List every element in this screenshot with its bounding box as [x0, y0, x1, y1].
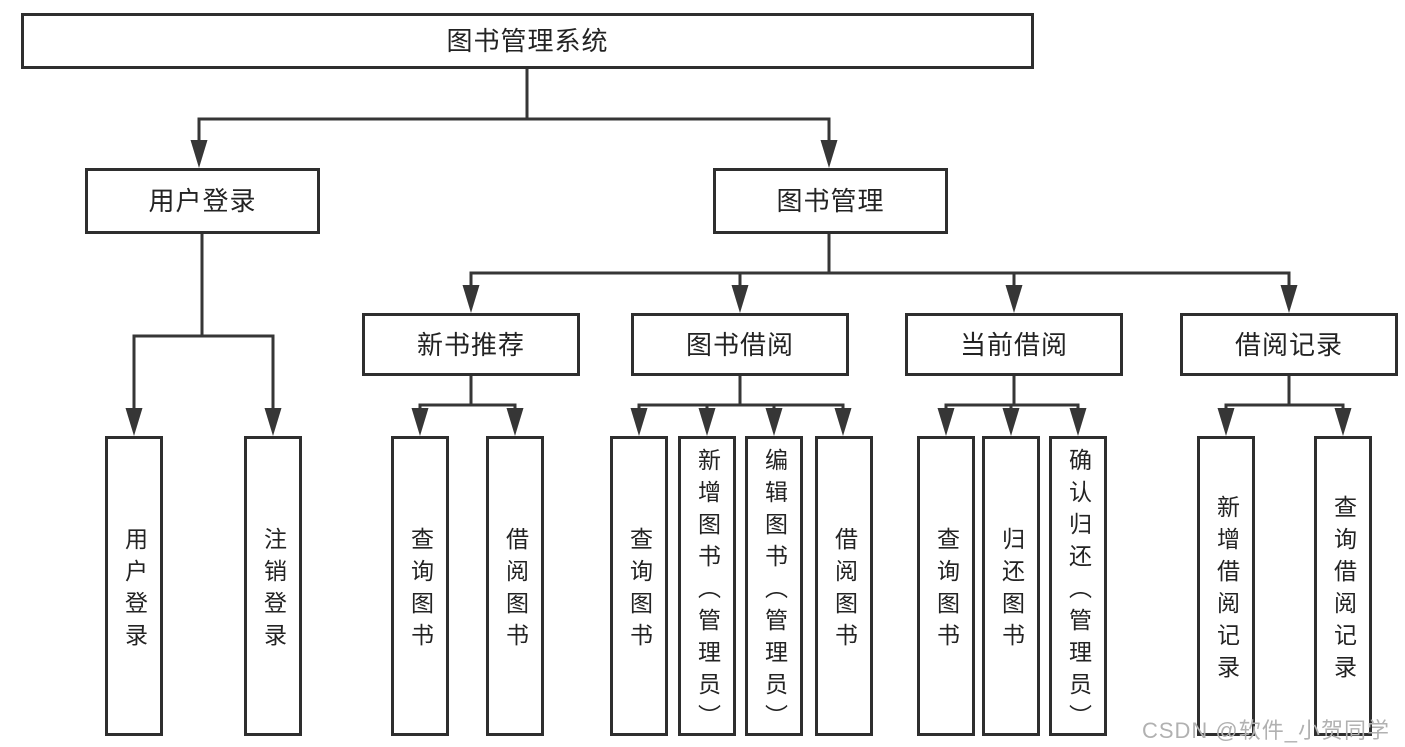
- node-book-borrow: 图书借阅: [631, 313, 849, 376]
- node-cb-confirm-return: 确认归还（管理员）: [1049, 436, 1107, 736]
- node-cb-return-book: 归还图书: [982, 436, 1040, 736]
- node-nb-query-book: 查询图书: [391, 436, 449, 736]
- node-book-management-label: 图书管理: [776, 186, 885, 216]
- node-book-borrow-label: 图书借阅: [685, 329, 794, 360]
- node-br-query-record-label: 查询借阅记录: [1330, 494, 1357, 687]
- node-nb-borrow-book-label: 借阅图书: [502, 526, 529, 655]
- node-leaf-logout: 注销登录: [244, 436, 302, 736]
- node-borrow-records-label: 借阅记录: [1234, 329, 1343, 360]
- node-user-login: 用户登录: [85, 168, 320, 234]
- node-bb-borrow-book-label: 借阅图书: [831, 526, 858, 655]
- node-leaf-logout-label: 注销登录: [260, 526, 287, 655]
- csdn-watermark: CSDN @软件_小贺同学: [1141, 718, 1390, 743]
- node-cb-return-book-label: 归还图书: [998, 526, 1025, 655]
- node-bb-query-book-label: 查询图书: [626, 526, 653, 655]
- node-nb-borrow-book: 借阅图书: [486, 436, 544, 736]
- node-user-login-label: 用户登录: [148, 186, 257, 216]
- node-cb-confirm-return-label: 确认归还（管理员）: [1065, 448, 1092, 736]
- node-current-borrow: 当前借阅: [905, 313, 1123, 376]
- node-new-book-recommend-label: 新书推荐: [416, 329, 525, 360]
- node-br-add-record: 新增借阅记录: [1197, 436, 1255, 736]
- node-nb-query-book-label: 查询图书: [407, 526, 434, 655]
- node-cb-query-book: 查询图书: [917, 436, 975, 736]
- node-cb-query-book-label: 查询图书: [933, 526, 960, 655]
- node-bb-edit-book: 编辑图书（管理员）: [745, 436, 803, 736]
- node-current-borrow-label: 当前借阅: [959, 329, 1068, 360]
- node-new-book-recommend: 新书推荐: [362, 313, 580, 376]
- node-book-management: 图书管理: [713, 168, 948, 234]
- node-bb-query-book: 查询图书: [610, 436, 668, 736]
- node-bb-add-book-label: 新增图书（管理员）: [694, 448, 721, 736]
- node-br-query-record: 查询借阅记录: [1314, 436, 1372, 736]
- node-br-add-record-label: 新增借阅记录: [1213, 494, 1240, 687]
- node-bb-edit-book-label: 编辑图书（管理员）: [761, 448, 788, 736]
- node-root-label: 图书管理系统: [446, 26, 609, 56]
- node-root: 图书管理系统: [21, 13, 1034, 69]
- node-leaf-user-login: 用户登录: [105, 436, 163, 736]
- node-borrow-records: 借阅记录: [1180, 313, 1398, 376]
- node-leaf-user-login-label: 用户登录: [121, 526, 148, 655]
- node-bb-borrow-book: 借阅图书: [815, 436, 873, 736]
- node-bb-add-book: 新增图书（管理员）: [678, 436, 736, 736]
